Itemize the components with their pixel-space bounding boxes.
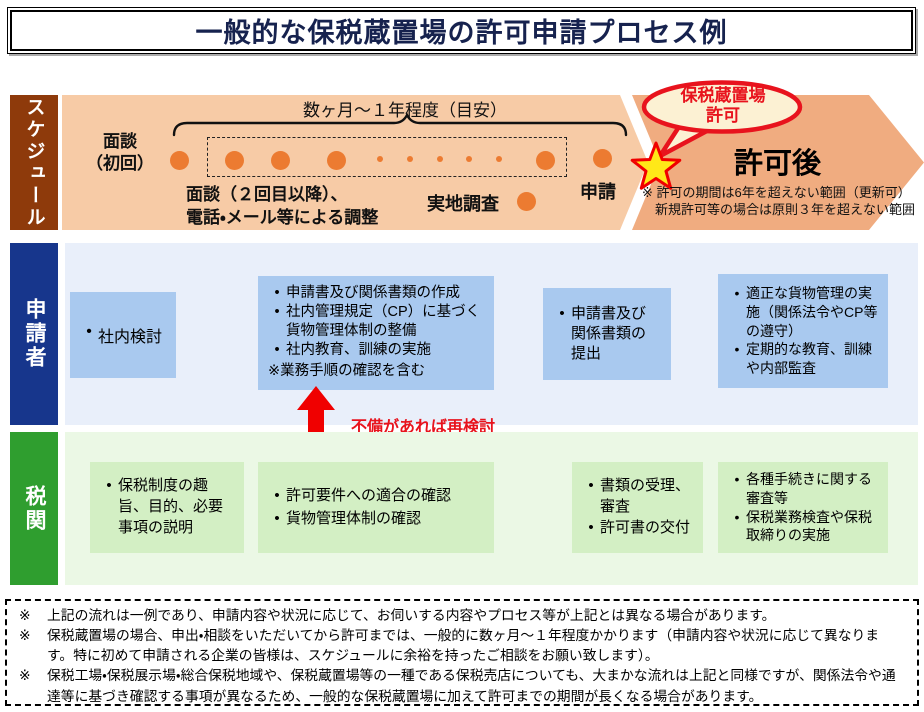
application-label: 申請 [580,182,616,202]
footnote-item: ※ 保税蔵置場の場合、申出・相談をいただいてから許可までは、一般的に数ヶ月～１年… [17,626,905,666]
customs-review-box: 書類の受理、審査 許可書の交付 [572,462,703,553]
customs-confirmation-box: 許可要件への適合の確認 貨物管理体制の確認 [258,462,494,553]
bullet-item: 申請書及び関係書類の作成 [286,285,460,301]
applicant-internal-review-box: 社内検討 [70,292,176,378]
customs-supervision-box: 各種手続きに関する審査等 保税業務検査や保税取締りの実施 [718,462,888,553]
footnote-item: ※ 上記の流れは一例であり、申請内容や状況に応じて、お伺いする内容やプロセス等が… [17,606,905,626]
duration-brace [172,112,628,137]
applicant-preparation-box: 申請書及び関係書類の作成 社内管理規定（CP）に基づく貨物管理体制の整備 社内教… [258,276,494,390]
bullet-item: 保税業務検査や保税取締りの実施 [746,508,872,544]
milestone-dot [327,151,346,170]
site-inspection-dot [517,192,536,211]
diagram-title-box: 一般的な保税蔵置場の許可申請プロセス例 [7,7,916,54]
followup-period-outline [207,137,567,177]
page-title: 一般的な保税蔵置場の許可申請プロセス例 [195,18,728,48]
bullet-item: 社内教育、訓練の実施 [286,342,431,359]
row-label-customs: 税関 [10,432,58,585]
bullet-item: 許可要件への適合の確認 [286,487,452,504]
bullet-item: 社内管理規定（CP）に基づく貨物管理体制の整備 [286,304,481,340]
bullet-item: 許可書の交付 [600,518,691,536]
row-label-schedule: スケジュール [10,95,58,230]
footnote-text: 保税工場・保税展示場・総合保税地域や、保税蔵置場等の一種である保税売店についても… [47,668,896,704]
bullet-item: 申請書及び関係書類の提出 [571,304,647,363]
footnote-marker: ※ [19,668,31,684]
footnote-text: 保税蔵置場の場合、申出・相談をいただいてから許可までは、一般的に数ヶ月～１年程度… [47,628,880,664]
milestone-dot [170,151,189,170]
bullet-item: 貨物管理体制の確認 [286,509,422,527]
duration-label: 数ヶ月～１年程度（目安） [303,101,507,120]
footnote-marker: ※ [19,628,31,644]
ellipsis-dot [407,156,413,162]
footnote-text: 上記の流れは一例であり、申請内容や状況に応じて、お伺いする内容やプロセス等が上記… [47,608,776,623]
site-inspection-label: 実地調査 [427,194,499,214]
milestone-dot [271,151,290,170]
followup-label: 面談（２回目以降）、 電話・メール等による調整 [186,185,379,227]
bullet-item: 適正な貨物管理の実施（関係法令やCP等の遵守） [746,285,878,339]
footnote-marker: ※ [19,608,31,623]
milestone-dot [225,151,244,170]
permit-star-icon [630,141,682,190]
preparation-note: ※業務手順の確認を含む [268,362,426,379]
applicant-submission-box: 申請書及び関係書類の提出 [543,288,671,380]
ellipsis-dot [496,156,502,162]
milestone-dot [536,151,555,170]
bullet-item: 社内検討 [98,329,163,346]
customs-explanation-box: 保税制度の趣旨、目的、必要事項の説明 [90,462,244,553]
row-label-applicant: 申請者 [10,243,58,425]
post-permit-label: 許可後 [734,148,822,180]
bullet-item: 書類の受理、審査 [600,477,691,516]
permit-speech-bubble [641,80,803,159]
footnotes-box: ※ 上記の流れは一例であり、申請内容や状況に応じて、お伺いする内容やプロセス等が… [5,599,919,706]
ellipsis-dot [377,156,383,162]
ellipsis-dot [437,156,443,162]
footnote-item: ※ 保税工場・保税展示場・総合保税地域や、保税蔵置場等の一種である保税売店につい… [17,666,905,706]
post-permit-note: ※ 許可の期間は6年を超えない範囲（更新可） 新規許可等の場合は原則３年を超えな… [642,185,916,218]
first-meeting-label: 面談 （初回） [86,132,154,174]
diagram-title-inner-border: 一般的な保税蔵置場の許可申請プロセス例 [10,10,913,51]
ellipsis-dot [466,156,472,162]
application-dot [593,149,612,168]
rework-label: 不備があれば再検討 [351,419,496,436]
bullet-item: 保税制度の趣旨、目的、必要事項の説明 [118,477,224,536]
permit-bubble-label: 保税蔵置場 許可 [680,86,766,126]
bullet-item: 定期的な教育、訓練や内部監査 [746,341,872,376]
bullet-item: 各種手続きに関する審査等 [746,471,872,506]
applicant-operation-box: 適正な貨物管理の実施（関係法令やCP等の遵守） 定期的な教育、訓練や内部監査 [718,274,888,388]
